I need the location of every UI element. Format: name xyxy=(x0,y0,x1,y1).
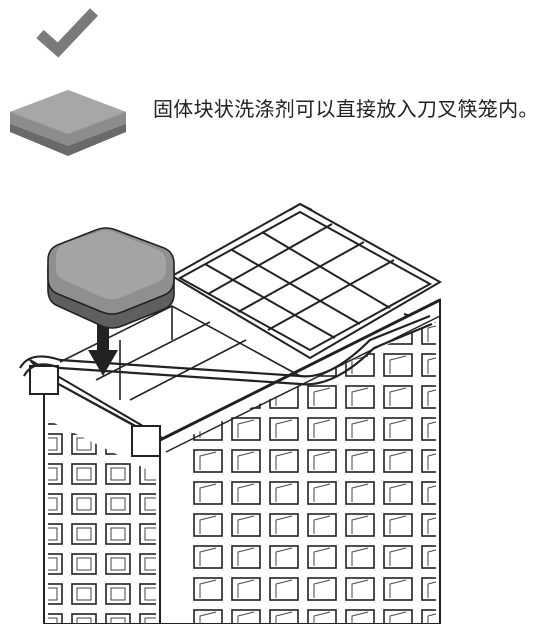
check-icon xyxy=(36,8,98,58)
basket-side-face xyxy=(159,298,441,624)
instruction-text: 固体块状洗涤剂可以直接放入刀叉筷笼内。 xyxy=(153,97,539,121)
basket-handle xyxy=(19,314,433,386)
basket-lid xyxy=(170,202,443,360)
cutlery-basket-illustration xyxy=(19,202,443,624)
basket-front-face xyxy=(29,359,166,624)
detergent-block-icon xyxy=(9,90,127,156)
detergent-block xyxy=(47,227,175,329)
